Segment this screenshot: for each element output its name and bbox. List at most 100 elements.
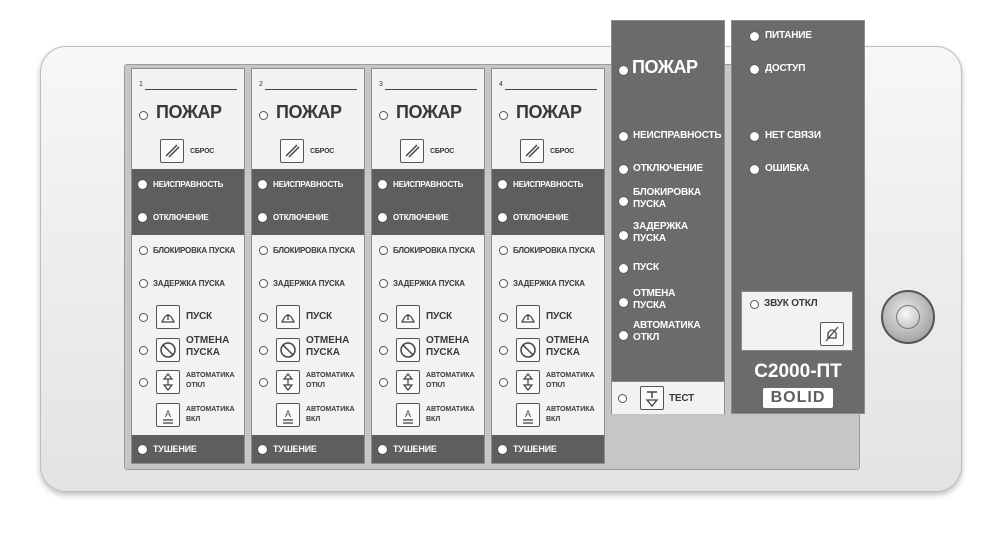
zone-auto-off-label-2: ОТКЛ	[306, 382, 325, 389]
zone-extinguish-band: ТУШЕНИЕ	[132, 435, 244, 463]
zone-fire-label: ПОЖАР	[396, 102, 462, 122]
zone-start-button[interactable]	[396, 305, 420, 329]
zone-auto-off-button[interactable]	[396, 370, 420, 394]
zone-cancel-led	[499, 346, 508, 355]
summary-disable-label: ОТКЛЮЧЕНИЕ	[633, 163, 703, 174]
zone-start-button[interactable]	[516, 305, 540, 329]
zone-auto-off-button[interactable]	[276, 370, 300, 394]
zone-auto-on-button[interactable]: A	[396, 403, 420, 427]
zone-disable-label: ОТКЛЮЧЕНИЕ	[273, 213, 329, 222]
summary-block-label-2: ПУСКА	[633, 199, 666, 210]
zone-delay-led	[259, 279, 268, 288]
cancel-icon	[157, 342, 179, 365]
zone-auto-on-label-2: ВКЛ	[426, 416, 441, 423]
zone-cancel-label-1: ОТМЕНА	[426, 335, 470, 346]
summary-auto-led	[619, 331, 628, 340]
zone-start-button[interactable]	[156, 305, 180, 329]
zone-fire-label: ПОЖАР	[516, 102, 582, 122]
zone-cancel-button[interactable]	[276, 338, 300, 362]
zone-block-led	[379, 246, 388, 255]
summary-fault-label: НЕИСПРАВНОСТЬ	[633, 130, 722, 141]
no-link-label: НЕТ СВЯЗИ	[765, 130, 821, 141]
zone-extinguish-led	[498, 445, 507, 454]
zone-start-label: ПУСК	[306, 311, 332, 322]
zone-delay-label: ЗАДЕРЖКА ПУСКА	[393, 279, 465, 288]
zone-start-led	[499, 313, 508, 322]
zone-auto-on-button[interactable]: A	[156, 403, 180, 427]
zone-cancel-led	[259, 346, 268, 355]
svg-text:A: A	[165, 409, 171, 419]
zone-auto-on-label-1: АВТОМАТИКА	[426, 406, 475, 413]
test-label: ТЕСТ	[669, 393, 695, 404]
svg-text:A: A	[405, 409, 411, 419]
zone-cancel-label-1: ОТМЕНА	[546, 335, 590, 346]
zone-delay-led	[499, 279, 508, 288]
zone-cancel-label-1: ОТМЕНА	[186, 335, 230, 346]
zone-block-label: БЛОКИРОВКА ПУСКА	[393, 246, 476, 255]
no-link-led	[750, 132, 759, 141]
zone-cancel-label-2: ПУСКА	[546, 347, 580, 358]
zone-disable-led	[138, 213, 147, 222]
key-lock[interactable]	[881, 290, 935, 344]
zone-reset-label: СБРОС	[550, 148, 575, 155]
zone-auto-on-label-1: АВТОМАТИКА	[306, 406, 355, 413]
start-icon	[277, 314, 299, 332]
bell-mute-icon	[825, 326, 839, 342]
zone-cancel-label-1: ОТМЕНА	[306, 335, 350, 346]
zone-delay-label: ЗАДЕРЖКА ПУСКА	[153, 279, 225, 288]
summary-auto-label-2: ОТКЛ	[633, 332, 660, 343]
zone-auto-off-button[interactable]	[516, 370, 540, 394]
summary-block-label-1: БЛОКИРОВКА	[633, 187, 701, 198]
zone-cancel-led	[139, 346, 148, 355]
cancel-icon	[277, 342, 299, 365]
zone-auto-off-label-2: ОТКЛ	[186, 382, 205, 389]
summary-fire-label: ПОЖАР	[632, 57, 698, 77]
sound-off-button[interactable]	[820, 322, 844, 346]
summary-auto-label-1: АВТОМАТИКА	[633, 320, 701, 331]
zone-auto-off-label-1: АВТОМАТИКА	[186, 372, 235, 379]
zone-auto-off-button[interactable]	[156, 370, 180, 394]
error-label: ОШИБКА	[765, 163, 810, 174]
summary-delay-label-2: ПУСКА	[633, 233, 666, 244]
auto-on-icon: A	[397, 409, 419, 430]
zone-disable-led	[258, 213, 267, 222]
zone-extinguish-led	[378, 445, 387, 454]
zone-reset-button[interactable]	[400, 139, 424, 163]
zone-disable-label: ОТКЛЮЧЕНИЕ	[393, 213, 449, 222]
zone-auto-on-label-2: ВКЛ	[546, 416, 561, 423]
zone-reset-button[interactable]	[160, 139, 184, 163]
zone-auto-on-label-1: АВТОМАТИКА	[186, 406, 235, 413]
test-button[interactable]	[640, 386, 664, 410]
zone-delay-label: ЗАДЕРЖКА ПУСКА	[513, 279, 585, 288]
zone-fault-led	[498, 180, 507, 189]
zone-extinguish-band: ТУШЕНИЕ	[492, 435, 604, 463]
zone-cancel-button[interactable]	[516, 338, 540, 362]
test-led	[618, 394, 627, 403]
zone-start-button[interactable]	[276, 305, 300, 329]
zone-reset-button[interactable]	[280, 139, 304, 163]
zone-fire-label: ПОЖАР	[156, 102, 222, 122]
zone-fault-label: НЕИСПРАВНОСТЬ	[153, 180, 224, 189]
zone-disable-led	[498, 213, 507, 222]
zone-reset-button[interactable]	[520, 139, 544, 163]
access-led	[750, 65, 759, 74]
zone-block-led	[499, 246, 508, 255]
reset-icon	[521, 144, 543, 166]
summary-delay-label-1: ЗАДЕРЖКА	[633, 221, 688, 232]
zone-number: 2	[259, 81, 263, 88]
summary-cancel-led	[619, 298, 628, 307]
svg-text:A: A	[525, 409, 531, 419]
zone-cancel-button[interactable]	[156, 338, 180, 362]
summary-start-led	[619, 264, 628, 273]
summary-start-label: ПУСК	[633, 262, 659, 273]
system-status-panel: ПИТАНИЕ ДОСТУП НЕТ СВЯЗИ ОШИБКА ЗВУК ОТК…	[731, 20, 865, 414]
zone-number: 1	[139, 81, 143, 88]
summary-disable-led	[619, 165, 628, 174]
zone-auto-on-button[interactable]: A	[276, 403, 300, 427]
auto-off-icon	[277, 373, 299, 397]
zone-cancel-button[interactable]	[396, 338, 420, 362]
zone-auto-on-button[interactable]: A	[516, 403, 540, 427]
